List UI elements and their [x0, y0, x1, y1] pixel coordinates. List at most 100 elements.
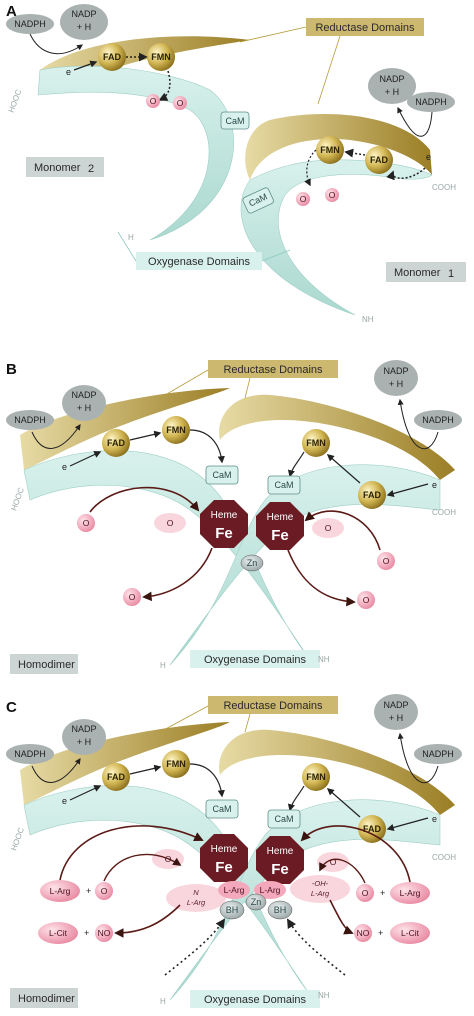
svg-text:COOH: COOH: [432, 183, 456, 192]
svg-text:Heme: Heme: [211, 844, 238, 855]
svg-text:+: +: [378, 928, 383, 938]
svg-text:N: N: [193, 888, 199, 897]
svg-text:NADPH: NADPH: [14, 749, 46, 759]
svg-text:NADP: NADP: [383, 366, 408, 376]
svg-text:FAD: FAD: [363, 824, 382, 834]
svg-text:+ H: + H: [389, 379, 403, 389]
monomer2-index: 2: [88, 163, 94, 175]
svg-text:Zn: Zn: [251, 897, 262, 907]
cam-box-a2: [242, 187, 274, 214]
svg-text:O: O: [362, 888, 369, 898]
svg-text:+ H: + H: [385, 87, 399, 97]
monomer1-label: Monomer: [394, 267, 441, 279]
svg-text:NADP: NADP: [383, 700, 408, 710]
svg-text:Heme: Heme: [267, 846, 294, 857]
svg-text:Homodimer: Homodimer: [18, 993, 75, 1005]
svg-text:O: O: [129, 592, 136, 602]
svg-text:O: O: [177, 98, 184, 108]
cam-box-a1: [220, 111, 250, 130]
svg-text:O: O: [83, 518, 90, 528]
svg-text:O: O: [330, 857, 337, 867]
fad-ball-left: [98, 43, 126, 71]
panel-a: A Reductase Domains Oxygenase Domains Mo…: [6, 3, 466, 324]
svg-text:Oxygenase Domains: Oxygenase Domains: [204, 654, 307, 666]
svg-text:FAD: FAD: [107, 772, 126, 782]
svg-text:Oxygenase Domains: Oxygenase Domains: [204, 994, 307, 1006]
svg-text:O: O: [363, 595, 370, 605]
svg-text:e: e: [62, 796, 67, 806]
svg-text:O: O: [329, 190, 336, 200]
nadph-left-oval: [6, 14, 54, 34]
svg-text:O: O: [101, 886, 108, 896]
svg-text:+: +: [84, 928, 89, 938]
svg-text:FAD: FAD: [370, 155, 389, 165]
left-reductase-ribbon: [20, 722, 230, 805]
reductase-label: Reductase Domains: [315, 22, 415, 34]
svg-text:+ H: + H: [389, 713, 403, 723]
svg-text:NH: NH: [362, 315, 374, 324]
svg-text:NH: NH: [318, 655, 330, 664]
nadp-left-oval: [60, 4, 108, 40]
svg-text:BH: BH: [274, 905, 287, 915]
nadph-right-oval: [407, 92, 455, 112]
svg-text:-OH-: -OH-: [312, 879, 329, 888]
svg-text:L-Arg: L-Arg: [187, 898, 206, 907]
svg-text:Reductase Domains: Reductase Domains: [223, 364, 323, 376]
panel-b: B Reductase Domains Oxygenase Domains Ho…: [6, 360, 462, 674]
svg-text:HOOC: HOOC: [9, 826, 26, 852]
svg-text:O: O: [383, 556, 390, 566]
svg-text:O: O: [167, 518, 174, 528]
fmn-ball-right: [316, 136, 344, 164]
svg-text:NADPH: NADPH: [415, 97, 447, 107]
h-left: + H: [77, 22, 91, 32]
svg-text:FMN: FMN: [306, 772, 326, 782]
heme-right: [256, 502, 304, 550]
homodimer-label-box: [10, 654, 78, 674]
svg-text:NH: NH: [318, 991, 330, 1000]
nadph-left: NADPH: [14, 19, 46, 29]
svg-text:e: e: [432, 480, 437, 490]
electron-left: e: [66, 67, 71, 77]
monomer2-label-box: [26, 157, 104, 177]
monomer2-reductase-ribbon: [38, 36, 250, 95]
svg-text:Fe: Fe: [271, 527, 289, 544]
svg-text:Heme: Heme: [267, 512, 294, 523]
svg-text:+ H: + H: [77, 403, 91, 413]
svg-text:+: +: [86, 886, 91, 896]
svg-text:L-Cit: L-Cit: [401, 928, 420, 938]
svg-text:NADP: NADP: [379, 74, 404, 84]
monomer1-label-box: [386, 262, 466, 282]
svg-text:L-Cit: L-Cit: [49, 928, 68, 938]
svg-text:Heme: Heme: [211, 510, 238, 521]
right-reductase-ribbon: [219, 729, 455, 815]
svg-text:H: H: [128, 233, 134, 242]
svg-text:e: e: [62, 462, 67, 472]
panel-letter: C: [6, 699, 17, 716]
svg-text:NADPH: NADPH: [14, 415, 46, 425]
svg-text:H: H: [160, 661, 166, 670]
svg-text:HOOC: HOOC: [9, 486, 26, 512]
panel-letter: B: [6, 361, 17, 378]
svg-text:CaM: CaM: [212, 470, 231, 480]
svg-text:Homodimer: Homodimer: [18, 659, 75, 671]
svg-text:+: +: [380, 888, 385, 898]
svg-text:FAD: FAD: [107, 438, 126, 448]
svg-text:L-Arg: L-Arg: [311, 889, 330, 898]
svg-text:O: O: [150, 96, 157, 106]
monomer2-label: Monomer: [34, 162, 81, 174]
fmn-left: FMN: [151, 52, 171, 62]
right-reductase-ribbon: [219, 394, 455, 480]
svg-text:CaM: CaM: [225, 116, 244, 126]
monomer2-oxygenase-ribbon: [37, 65, 234, 241]
panel-c: C Reductase Domains Oxygenase Domains Ho…: [6, 694, 462, 1008]
svg-text:L-Arg: L-Arg: [260, 885, 281, 895]
oxygenase-label-box: [136, 252, 262, 270]
svg-text:Fe: Fe: [271, 861, 289, 878]
svg-text:Fe: Fe: [215, 859, 233, 876]
svg-text:CaM: CaM: [274, 480, 293, 490]
svg-text:FMN: FMN: [320, 145, 340, 155]
monomer1-oxygenase-ribbon: [240, 159, 433, 316]
nadp-right-oval: [368, 68, 416, 104]
reductase-label-box: [208, 360, 338, 378]
